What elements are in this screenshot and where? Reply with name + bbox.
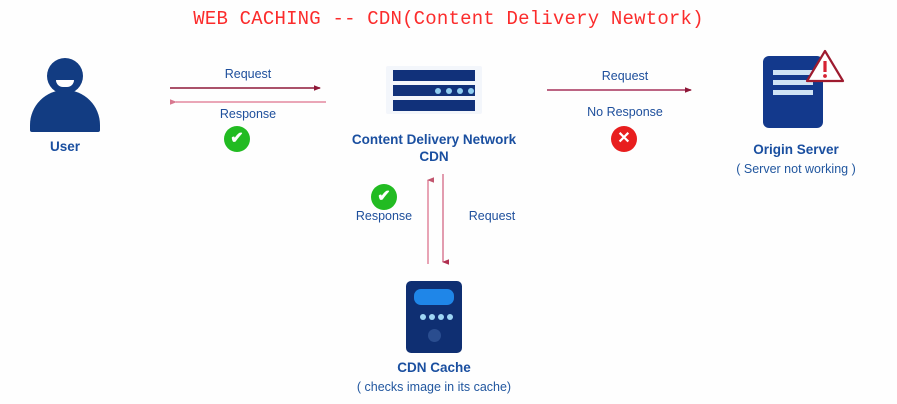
arrow-cdn-to-origin-request: [547, 87, 692, 93]
server-led-2: [446, 88, 452, 94]
edge-label-cdn-to-cache-request: Request: [468, 209, 516, 223]
user-node-label: User: [49, 139, 81, 154]
origin-node-sublabel: ( Server not working ): [736, 162, 856, 176]
user-body-icon: [30, 90, 100, 132]
server-rack-icon: [386, 66, 482, 114]
cache-screen-icon: [414, 289, 454, 305]
arrow-cache-to-cdn-response: [427, 177, 434, 264]
server-bar-3: [393, 100, 475, 111]
user-smile-icon: [56, 80, 74, 87]
origin-node-label: Origin Server: [753, 142, 839, 157]
edge-label-origin-no-response: No Response: [587, 105, 663, 119]
cdn-node-label-line1: Content Delivery Network: [351, 132, 517, 147]
user-head-icon: [47, 58, 83, 94]
arrow-user-to-cdn-request: [170, 85, 321, 91]
server-led-1: [435, 88, 441, 94]
cdn-node-label-line2: CDN: [419, 149, 449, 164]
cache-led-3: [438, 314, 444, 320]
server-led-3: [457, 88, 463, 94]
arrow-cdn-to-cache-request: [442, 174, 449, 265]
status-badge-response-ok-left: ✔: [224, 126, 250, 152]
cache-knob-icon: [428, 329, 441, 342]
arrow-cdn-to-user-response: [170, 99, 326, 105]
page-title: WEB CACHING -- CDN(Content Delivery Newt…: [193, 8, 704, 30]
origin-line-3: [773, 90, 813, 95]
cache-node-sublabel: ( checks image in its cache): [356, 380, 512, 394]
cache-led-1: [420, 314, 426, 320]
cache-led-2: [429, 314, 435, 320]
server-led-4: [468, 88, 474, 94]
origin-line-1: [773, 70, 813, 75]
status-badge-no-response-error: ✕: [611, 126, 637, 152]
origin-server-icon: [763, 56, 823, 128]
status-badge-response-ok-cache: ✔: [371, 184, 397, 210]
user-avatar-icon: [30, 58, 100, 132]
edge-label-cdn-to-user-response: Response: [219, 107, 277, 121]
server-bar-1: [393, 70, 475, 81]
origin-line-2: [773, 80, 813, 85]
edge-label-user-to-cdn-request: Request: [224, 67, 272, 81]
cache-box-icon: [406, 281, 462, 353]
warning-triangle-icon: [805, 49, 845, 83]
edge-label-cache-to-cdn-response: Response: [355, 209, 413, 223]
cache-node-label: CDN Cache: [397, 360, 471, 375]
edge-label-cdn-to-origin-request: Request: [601, 69, 649, 83]
server-bar-2: [393, 85, 475, 96]
cache-led-4: [447, 314, 453, 320]
